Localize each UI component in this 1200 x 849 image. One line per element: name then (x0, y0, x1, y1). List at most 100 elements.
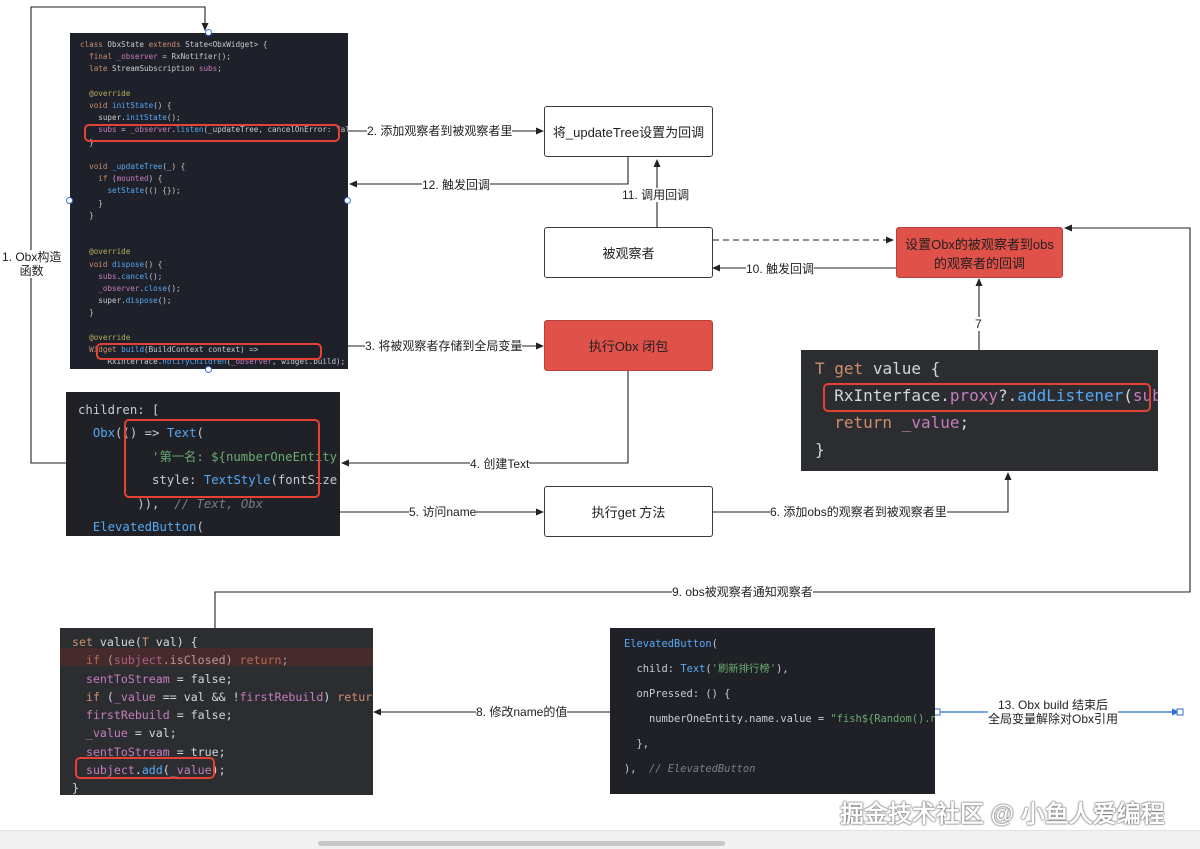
code-line: numberOneEntity.name.value = "fish${Rand… (624, 713, 935, 725)
code-line: _value = val; (85, 726, 177, 741)
label-step12: 12. 触发回调 (422, 178, 491, 192)
code-line: style: TextStyle(fontSize: 24), (78, 473, 340, 488)
arrow-step9 (214, 224, 1191, 628)
code-line: ElevatedButton( (92, 520, 204, 535)
arrow-step4 (341, 370, 629, 467)
code-line: ElevatedButton( (624, 638, 718, 650)
code-line: } (815, 440, 825, 459)
label-step7: 7 (975, 317, 982, 331)
highlight-listen (84, 124, 340, 142)
label-step1: 1. Obx构造 函数 (2, 250, 62, 278)
horizontal-scrollbar[interactable] (0, 830, 1200, 849)
code-line: } (80, 137, 94, 147)
code-line: late StreamSubscription subs; (89, 64, 222, 74)
code-line: @override (89, 88, 131, 98)
box-label: 设置Obx的被观察者到obs (905, 236, 1054, 252)
selection-handle-bottom[interactable] (205, 366, 212, 373)
highlight-obx-text (124, 419, 320, 498)
selection-handle-right[interactable] (344, 197, 351, 204)
code-line: sentToStream = false; (85, 671, 233, 686)
code-line: Obx(() => Text( (92, 426, 204, 441)
arrow-step1 (30, 6, 209, 464)
code-children-obx: children: [ Obx(() => Text( '第一名: ${numb… (66, 392, 340, 536)
code-line: ), // ElevatedButton (624, 763, 756, 775)
code-line: subs.cancel(); (98, 271, 163, 281)
code-line: void dispose() { (89, 259, 163, 269)
code-line: final _observer = RxNotifier(); (89, 52, 231, 62)
box-set-obx-callback[interactable]: 设置Obx的被观察者到obs 的观察者的回调 (896, 227, 1063, 278)
code-line: super.initState(); (80, 113, 181, 123)
code-line: if (mounted) { (98, 174, 163, 184)
code-line: if (subject.isClosed) return; (85, 653, 289, 668)
code-line: child: Text('刷新排行榜'), (624, 663, 789, 675)
label-line: 函数 (19, 264, 44, 278)
label-step4: 4. 创建Text (470, 457, 530, 471)
code-line: void _updateTree(_) { (89, 162, 186, 172)
scrollbar-thumb[interactable] (318, 841, 725, 846)
label-line: 全局变量解除对Obx引用 (988, 712, 1119, 726)
label-step2: 2. 添加观察者到被观察者里 (367, 124, 513, 138)
code-line: RxInterface.notifyChildren(_observer, wi… (80, 357, 346, 367)
code-line: @override (89, 247, 131, 257)
code-line: setState(() {}); (107, 186, 181, 196)
label-step5: 5. 访问name (409, 505, 477, 519)
selection-handle-top[interactable] (205, 29, 212, 36)
code-line: super.dispose(); (80, 296, 172, 306)
box-run-obx-closure[interactable]: 执行Obx 闭包 (544, 320, 713, 371)
code-line: } (80, 210, 94, 220)
box-label: 被观察者 (602, 246, 655, 261)
label-step6: 6. 添加obs的观察者到被观察者里 (770, 505, 947, 519)
box-observable[interactable]: 被观察者 (544, 227, 713, 278)
code-line: Widget build(BuildContext context) => (89, 345, 259, 355)
highlight-notify-children (96, 343, 322, 360)
code-line: onPressed: () { (624, 688, 731, 700)
box-run-get[interactable]: 执行get 方法 (544, 486, 713, 537)
code-line: return _value; (834, 413, 970, 432)
code-line: }, (624, 738, 650, 750)
code-line: firstRebuild = false; (85, 708, 233, 723)
label-step8: 8. 修改name的值 (476, 705, 568, 719)
code-elevated-button: ElevatedButton( child: Text('刷新排行榜'), on… (610, 628, 935, 794)
label-step13: 13. Obx build 结束后 全局变量解除对Obx引用 (988, 698, 1119, 726)
code-line (80, 234, 348, 246)
box-label: 执行get 方法 (591, 505, 666, 520)
label-step11: 11. 调用回调 (622, 188, 690, 202)
code-setter: set value(T val) { if (subject.isClosed)… (60, 628, 373, 795)
box-set-update-tree-callback[interactable]: 将_updateTree设置为回调 (544, 106, 713, 157)
code-line: '第一名: ${numberOneEntity.name}', (152, 449, 340, 464)
watermark: 掘金技术社区 @ 小鱼人爱编程 (840, 801, 1165, 828)
code-line (80, 320, 348, 332)
code-line: subs = _observer.listen(_updateTree, can… (98, 125, 348, 135)
setter-line-highlight (60, 648, 373, 666)
code-line: void initState() { (89, 101, 172, 111)
box-label: 的观察者的回调 (933, 255, 1025, 271)
code-line: set value(T val) { (72, 635, 198, 649)
code-obx-state: class ObxState extends State<ObxWidget> … (70, 33, 348, 369)
label-step3: 3. 将被观察者存储到全局变量 (365, 339, 523, 353)
code-line: T get value { (815, 359, 941, 378)
code-line: class ObxState extends State<ObxWidget> … (80, 40, 268, 49)
label-line: 1. Obx构造 (2, 250, 62, 264)
code-line: _observer.close(); (98, 284, 181, 294)
code-line (80, 149, 348, 161)
code-line: @override (89, 332, 131, 342)
code-line: if (_value == val && !firstRebuild) retu… (85, 689, 373, 704)
code-line: sentToStream = true; (85, 744, 226, 759)
code-line: RxInterface.proxy?.addListener(subject); (815, 386, 1158, 405)
code-line (80, 222, 348, 234)
box-label: 执行Obx 闭包 (588, 339, 669, 354)
highlight-add-listener (823, 383, 1151, 412)
label-line: 13. Obx build 结束后 (988, 698, 1119, 712)
code-line: subject.add(_value); (85, 763, 226, 778)
highlight-subject-add (75, 757, 215, 779)
label-step10: 10. 触发回调 (746, 262, 815, 276)
box-label: 将_updateTree设置为回调 (552, 125, 705, 140)
selection-handle-left[interactable] (66, 197, 73, 204)
code-line: } (80, 198, 103, 208)
label-step9: 9. obs被观察者通知观察者 (672, 585, 813, 599)
code-line: } (72, 781, 79, 795)
code-line (80, 76, 348, 88)
code-line: } (80, 308, 94, 318)
code-line: children: [ (78, 403, 160, 417)
code-line: )), // Text, Obx (78, 496, 264, 511)
